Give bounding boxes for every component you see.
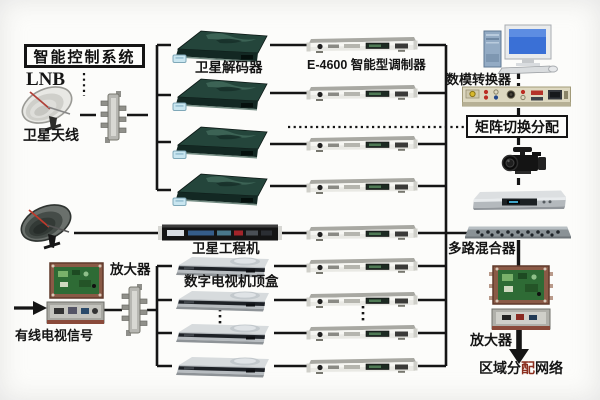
control-system-box: 智能控制系统 [24, 44, 145, 68]
region-network-label-part1: 区域分 [479, 360, 521, 376]
satellite-antenna-label: 卫星天线 [23, 127, 79, 143]
modulator-label: E-4600 智能型调制器 [307, 58, 426, 72]
satellite-dish-light [18, 84, 80, 132]
video-camera [501, 146, 547, 179]
set-top-box [170, 353, 274, 379]
to-region-network-arrow [509, 330, 529, 364]
set-top-box [170, 253, 274, 279]
control-system-label: 智能控制系统 [33, 48, 136, 66]
splitter-bottom [119, 284, 149, 336]
stb-bracket-line [155, 264, 172, 368]
cable-signal-arrow [14, 301, 47, 315]
modulator [306, 289, 418, 309]
dvd-player [471, 187, 569, 211]
stb-to-modulator-lines [274, 264, 307, 368]
satellite-decoder-label: 卫星解码器 [195, 60, 263, 75]
modulator [306, 82, 418, 102]
satellite-engineering-label: 卫星工程机 [192, 241, 260, 256]
satellite-decoder [168, 75, 270, 113]
satellite-decoder [168, 170, 270, 208]
amplifier-left-label: 放大器 [110, 262, 151, 277]
set-top-box [170, 320, 274, 346]
satellite-decoder [168, 27, 270, 65]
set-top-box [170, 287, 274, 313]
satellite-decoder [168, 123, 270, 161]
modulator [306, 175, 418, 195]
modulator [306, 34, 418, 54]
set-top-box-label: 数字电视机顶盒 [184, 274, 279, 289]
modulator [306, 322, 418, 342]
modulator [306, 222, 418, 242]
mixer-label: 多路混合器 [448, 241, 516, 256]
modulator [306, 133, 418, 153]
amplifier-right [489, 264, 553, 332]
modulator [306, 255, 418, 275]
lnb-label: LNB [26, 69, 66, 90]
splitter-top [98, 91, 128, 143]
matrix-switch-box: 矩阵切换分配 [466, 115, 568, 138]
region-network-label: 区域分配网络 [479, 360, 563, 376]
mixer [464, 223, 572, 240]
da-converter [461, 85, 572, 109]
decoder-to-modulator-lines [270, 43, 307, 188]
da-converter-label: 数模转换器 [446, 72, 512, 87]
modulator-bus-stubs [418, 43, 446, 368]
cable-signal-label: 有线电视信号 [15, 328, 94, 343]
matrix-switch-label: 矩阵切换分配 [475, 118, 559, 135]
amplifier-right-label: 放大器 [470, 332, 512, 348]
region-network-label-part3: 网络 [535, 360, 563, 376]
satellite-dish-dark [17, 202, 79, 250]
region-network-label-part2: 配 [521, 360, 535, 376]
amplifier-left [46, 262, 106, 325]
computer [482, 24, 558, 75]
satellite-engineering-unit [158, 222, 282, 243]
decoder-bracket-line [155, 43, 171, 192]
modulator [306, 355, 418, 375]
